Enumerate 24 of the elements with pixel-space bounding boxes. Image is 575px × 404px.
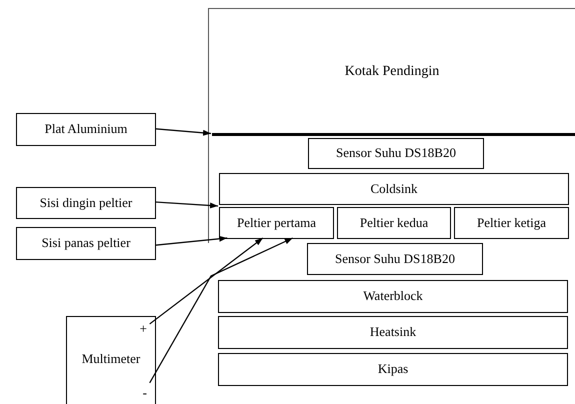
component-box: Heatsink xyxy=(218,316,568,349)
component-box: Waterblock xyxy=(218,280,568,313)
plate-line xyxy=(212,133,575,136)
terminal-label: + xyxy=(140,320,147,338)
component-box: Peltier kedua xyxy=(337,207,451,239)
terminal-label: - xyxy=(142,384,147,402)
component-box: Coldsink xyxy=(219,173,569,205)
component-box: Sensor Suhu DS18B20 xyxy=(308,138,484,169)
label-box: Sisi panas peltier xyxy=(16,227,156,260)
multimeter-box xyxy=(66,316,156,404)
container-box xyxy=(208,8,575,243)
arrow xyxy=(156,236,228,246)
arrow xyxy=(149,238,264,324)
component-box: Sensor Suhu DS18B20 xyxy=(307,243,483,275)
component-box: Kipas xyxy=(218,353,568,386)
label-box: Sisi dingin peltier xyxy=(16,187,156,219)
arrow xyxy=(156,201,218,208)
device-label: Multimeter xyxy=(80,350,142,368)
label-box: Plat Aluminium xyxy=(16,113,156,146)
component-box: Peltier ketiga xyxy=(454,207,569,239)
arrow xyxy=(156,128,212,136)
arrow xyxy=(149,237,293,384)
container-label: Kotak Pendingin xyxy=(344,63,440,81)
component-box: Peltier pertama xyxy=(219,207,334,239)
